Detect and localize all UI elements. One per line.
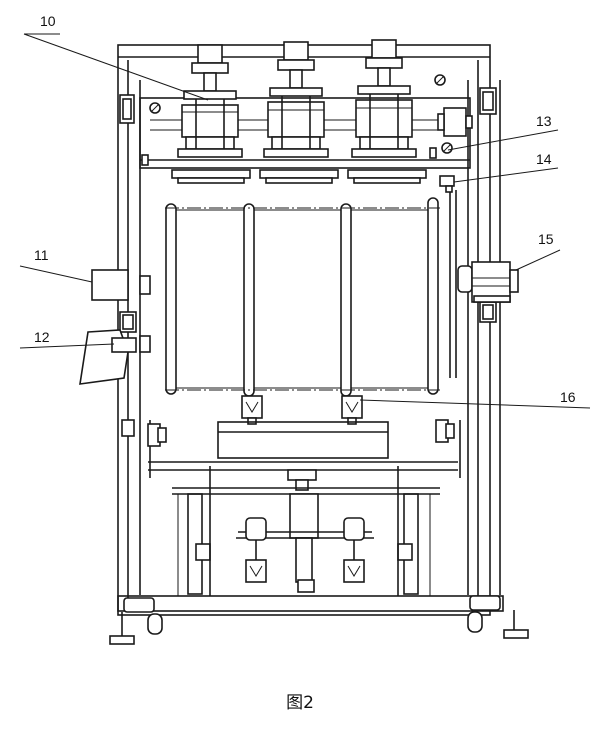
drum-assembly — [165, 175, 457, 397]
small-motor — [437, 107, 473, 137]
clamp-blocks — [241, 395, 363, 425]
label-12: 12 — [34, 329, 50, 345]
cylinder-assembly-2 — [263, 41, 329, 158]
label-11: 11 — [34, 247, 49, 263]
label-14: 14 — [536, 151, 552, 167]
cylinder-assembly-3 — [351, 39, 417, 158]
left-unit — [79, 269, 151, 385]
frame-windows — [119, 87, 497, 437]
gear-motor — [457, 261, 519, 303]
casters — [109, 595, 529, 645]
label-15: 15 — [538, 231, 554, 247]
cylinder-assembly-1 — [177, 44, 243, 158]
label-13: 13 — [536, 113, 552, 129]
press-plates — [171, 169, 427, 184]
leader-lines — [19, 33, 591, 409]
callout-labels: 10 11 12 13 14 15 16 — [34, 13, 576, 405]
label-16: 16 — [560, 389, 576, 405]
lower-carriage — [147, 419, 461, 596]
label-10: 10 — [40, 13, 56, 29]
figure-caption: 图2 — [286, 693, 314, 713]
